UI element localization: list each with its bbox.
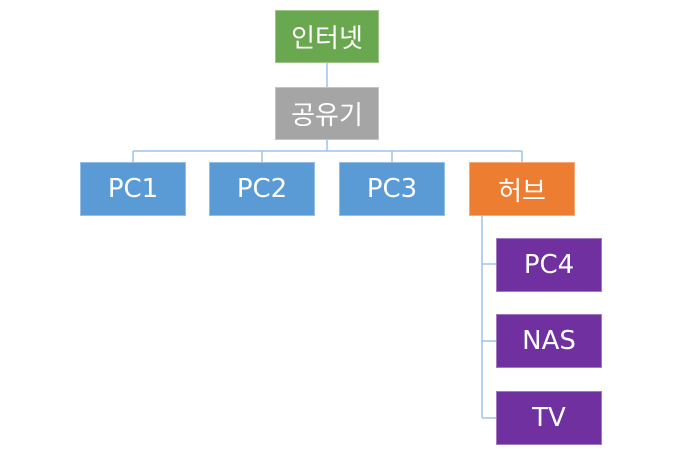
node-hub: 허브 — [469, 162, 575, 216]
node-pc1: PC1 — [80, 162, 186, 216]
node-nas: NAS — [496, 314, 602, 368]
node-pc2: PC2 — [209, 162, 315, 216]
node-pc3: PC3 — [339, 162, 445, 216]
node-pc4: PC4 — [496, 238, 602, 292]
node-tv: TV — [496, 391, 602, 445]
node-internet: 인터넷 — [275, 10, 379, 63]
node-router: 공유기 — [275, 87, 379, 140]
